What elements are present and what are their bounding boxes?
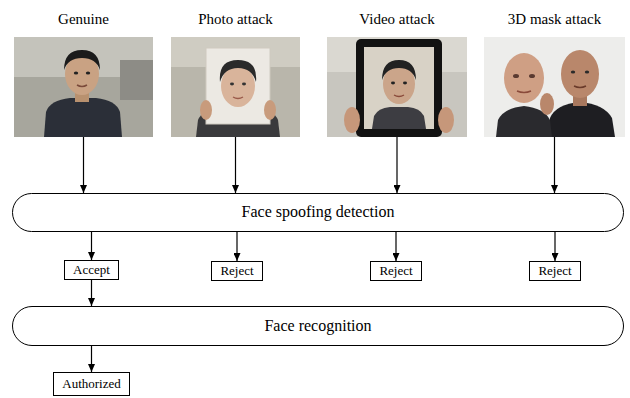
photo-detail [120, 60, 153, 100]
photo-detail [206, 48, 270, 124]
photo-detail [74, 72, 78, 75]
photo-detail [44, 98, 122, 137]
photo-heading: Video attack [307, 11, 487, 28]
photo-detail [585, 71, 589, 74]
decision-box: Reject [211, 261, 263, 281]
photo-panel: Video attack [327, 37, 467, 137]
photo-heading: Genuine [0, 11, 173, 28]
flow-arrow [395, 232, 396, 261]
photo-detail [382, 60, 416, 80]
photo-attack-photo [171, 37, 300, 137]
decision-box: Authorized [53, 372, 130, 396]
photo-detail [364, 47, 434, 129]
photo-detail [529, 74, 535, 78]
photo-panel: Photo attack [171, 37, 300, 137]
photo-detail [220, 60, 256, 82]
flow-arrow [236, 232, 237, 261]
mask-attack-photo [484, 37, 625, 137]
photo-detail [327, 37, 467, 137]
flow-arrow [91, 280, 92, 306]
decision-box: Accept [64, 260, 119, 280]
photo-detail [356, 39, 442, 137]
node-label: Face recognition [264, 317, 371, 335]
photo-detail [372, 107, 426, 129]
photo-detail [233, 97, 243, 99]
video-attack-photo [327, 37, 467, 137]
flow-arrow [396, 137, 397, 193]
node-label: Reject [220, 264, 253, 279]
flow-arrow [91, 346, 92, 372]
photo-detail [14, 37, 153, 137]
stage-band: Face spoofing detection [12, 193, 624, 232]
flow-arrow [235, 137, 236, 193]
genuine-photo [14, 37, 153, 137]
photo-detail [403, 82, 407, 85]
photo-detail [561, 50, 599, 98]
photo-detail [517, 91, 531, 93]
photo-detail [200, 100, 212, 120]
photo-detail [242, 83, 246, 86]
node-label: Accept [73, 263, 110, 278]
photo-detail [171, 37, 300, 137]
photo-detail [438, 107, 454, 133]
photo-detail [394, 95, 404, 97]
photo-detail [230, 83, 234, 86]
flow-arrow [91, 232, 92, 260]
photo-panel: Genuine [14, 37, 153, 137]
photo-detail [77, 85, 87, 87]
node-label: Authorized [62, 377, 120, 392]
photo-detail [264, 100, 276, 120]
photo-heading: 3D mask attack [464, 11, 630, 28]
node-label: Reject [538, 264, 571, 279]
photo-panel: 3D mask attack [484, 37, 625, 137]
stage-band: Face recognition [12, 306, 624, 346]
photo-detail [540, 93, 554, 115]
photo-detail [64, 50, 100, 70]
photo-detail [504, 53, 544, 103]
photo-detail [548, 102, 615, 137]
photo-detail [574, 86, 586, 88]
photo-detail [391, 82, 395, 85]
flow-arrow [554, 137, 555, 193]
node-label: Face spoofing detection [242, 203, 395, 221]
flow-arrow [554, 232, 555, 261]
flow-arrow [83, 137, 84, 193]
node-label: Reject [379, 264, 412, 279]
photo-detail [571, 71, 575, 74]
photo-detail [513, 74, 519, 78]
decision-box: Reject [529, 261, 581, 281]
photo-heading: Photo attack [151, 11, 320, 28]
decision-box: Reject [370, 261, 422, 281]
photo-detail [484, 37, 625, 137]
photo-detail [344, 107, 360, 133]
photo-detail [86, 72, 90, 75]
